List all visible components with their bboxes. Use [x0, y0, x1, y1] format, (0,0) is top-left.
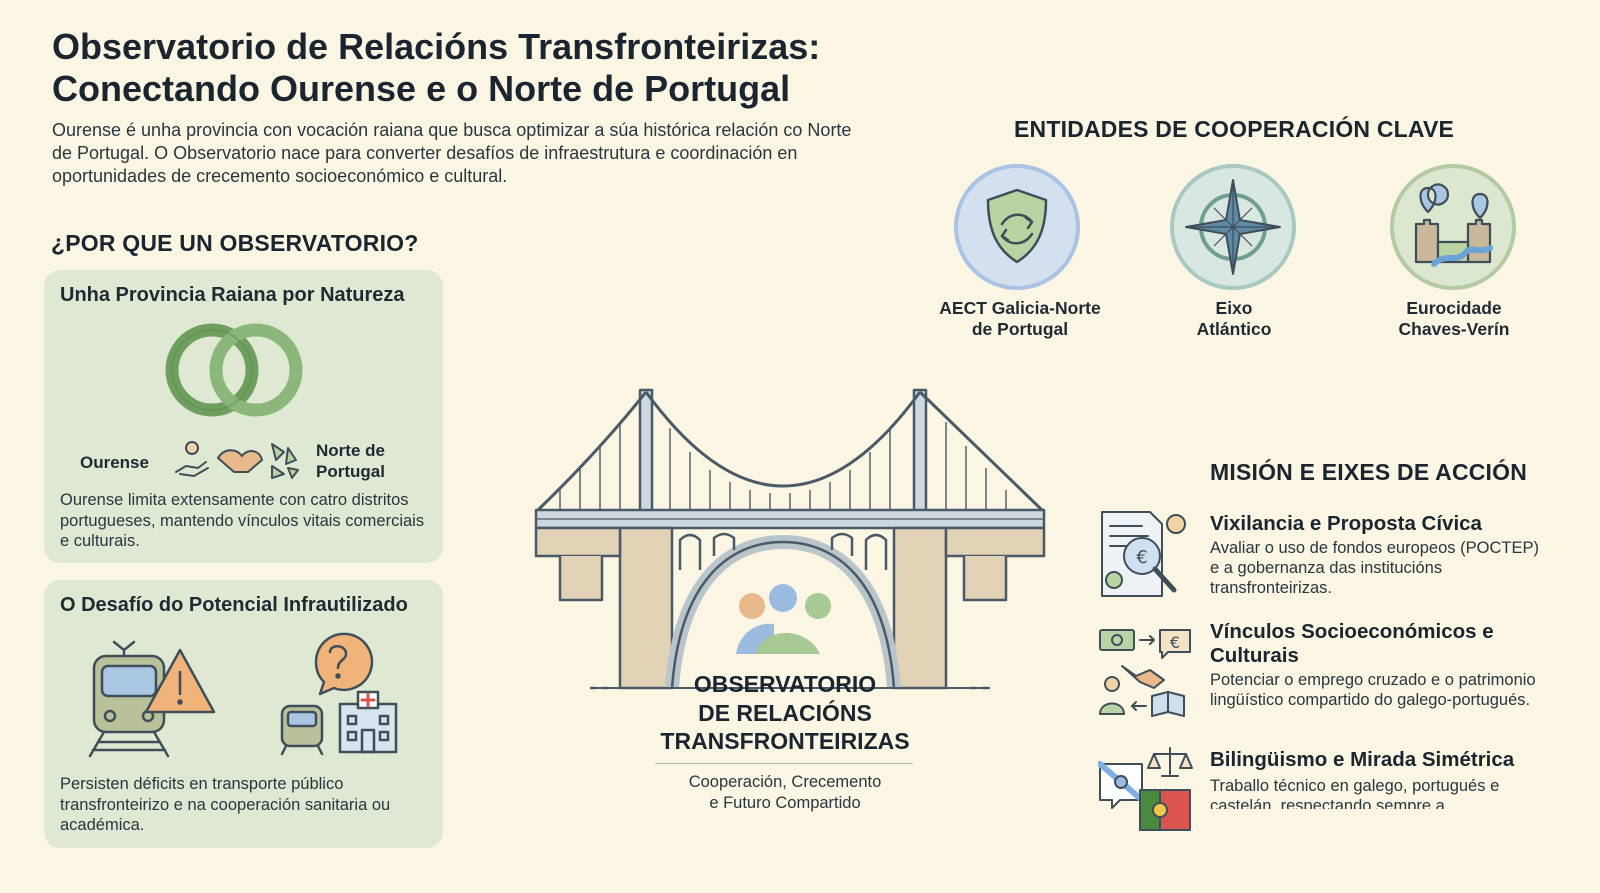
card-border-province: Unha Provincia Raiana por Natureza Ouren…	[44, 270, 443, 563]
entity-aect	[954, 164, 1080, 290]
title-line-1: Observatorio de Relacións Transfronteiri…	[52, 26, 821, 67]
label-norte-portugal: Norte de Portugal	[316, 440, 385, 482]
card-title: O Desafío do Potencial Infrautilizado	[60, 594, 408, 616]
handshake-exchange-icon	[175, 441, 299, 479]
center-title: OBSERVATORIO DE RELACIÓNS TRANSFRONTEIRI…	[620, 670, 950, 756]
entities-heading: ENTIDADES DE COOPERACIÓN CLAVE	[1014, 116, 1455, 142]
svg-text:€: €	[1170, 633, 1180, 652]
card-challenge: O Desafío do Potencial Infrautilizado	[44, 580, 443, 848]
label-ourense: Ourense	[80, 453, 149, 472]
card-text: Persisten déficits en transporte público…	[60, 775, 391, 834]
linked-rings-icon	[165, 323, 303, 417]
bridge-illustration	[534, 388, 1046, 690]
center-subtitle: Cooperación, Crecemento e Futuro Compart…	[640, 772, 930, 813]
shield-arrows-icon	[986, 188, 1048, 264]
center-sub-line1: Cooperación, Crecemento	[688, 773, 882, 791]
label-norte-line1: Norte de	[316, 441, 385, 460]
entity-label-eixo: Eixo Atlántico	[1139, 298, 1329, 340]
mission-text-1: Avaliar o uso de fondos europeos (POCTEP…	[1210, 539, 1539, 597]
bilingual-flags-scales-icon	[1098, 747, 1193, 831]
label-norte-line2: Portugal	[316, 462, 385, 481]
entity-label-eurocidade: Eurocidade Chaves-Verín	[1359, 298, 1549, 340]
train-warning-icon	[88, 640, 216, 758]
bus-hospital-question-icon	[280, 632, 398, 756]
document-magnifier-euro-icon: €	[1101, 511, 1186, 597]
entity-eixo-line2: Atlántico	[1196, 319, 1272, 339]
entity-label-aect: AECT Galicia-Norte de Portugal	[925, 298, 1115, 340]
mission-text-3: Traballo técnico en galego, portugués e …	[1210, 777, 1500, 809]
entity-aect-line2: de Portugal	[971, 319, 1069, 339]
entity-euro-line1: Eurocidade	[1406, 298, 1502, 318]
mission-title-2: Vínculos Socioeconómicos e Culturais	[1210, 620, 1494, 667]
page-title: Observatorio de Relacións Transfronteiri…	[52, 26, 872, 110]
center-title-line3: TRANSFRONTEIRIZAS	[660, 728, 910, 754]
why-heading: ¿POR QUE UN OBSERVATORIO?	[51, 230, 419, 256]
card-title: Unha Provincia Raiana por Natureza	[60, 284, 405, 306]
compass-rose-icon	[1185, 179, 1281, 275]
entity-eixo-line1: Eixo	[1215, 298, 1253, 318]
title-line-2: Conectando Ourense e o Norte de Portugal	[52, 68, 791, 109]
entity-euro-line2: Chaves-Verín	[1398, 319, 1510, 339]
socioeconomic-exchange-icon: €	[1099, 629, 1191, 717]
center-divider	[655, 763, 913, 764]
mission-text-2: Potenciar o emprego cruzado e o patrimon…	[1210, 671, 1536, 709]
center-sub-line2: e Futuro Compartido	[709, 793, 861, 812]
people-logo	[736, 584, 831, 654]
entity-aect-line1: AECT Galicia-Norte	[939, 298, 1101, 318]
twin-city-map-icon	[1414, 183, 1493, 267]
intro-text: Ourense é unha provincia con vocación ra…	[52, 120, 852, 186]
mission-title-1: Vixilancia e Proposta Cívica	[1210, 512, 1482, 535]
mission-heading: MISIÓN E EIXES DE ACCIÓN	[1210, 459, 1528, 485]
center-title-line1: OBSERVATORIO	[693, 671, 877, 697]
center-title-line2: DE RELACIÓNS	[698, 699, 872, 726]
entity-eixo	[1170, 164, 1296, 290]
entity-eurocidade	[1390, 164, 1516, 290]
mission-title-3: Bilingüismo e Mirada Simétrica	[1210, 748, 1515, 771]
card-text: Ourense limita extensamente con catro di…	[60, 491, 425, 550]
svg-text:€: €	[1136, 547, 1147, 568]
